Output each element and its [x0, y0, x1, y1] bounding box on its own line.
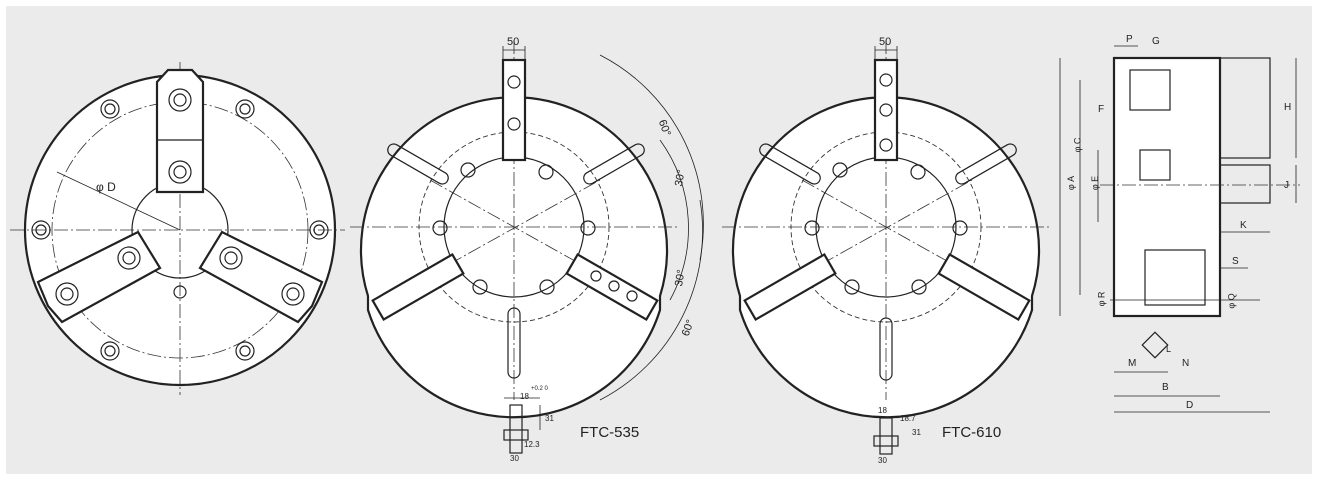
side-label-s: S	[1232, 256, 1239, 267]
side-label-r: φ R	[1096, 291, 1107, 307]
ftc535-jaw-width: 50	[507, 36, 520, 48]
side-label-g: G	[1152, 36, 1160, 47]
chuck-front-view-3jaw	[10, 62, 345, 395]
ftc610-detail-h1: 18.7	[900, 414, 916, 423]
ftc535-model-label: FTC-535	[580, 424, 640, 441]
side-label-q: φ Q	[1226, 293, 1237, 309]
ftc535-detail-h2: 12.3	[524, 440, 540, 449]
ftc610-model-label: FTC-610	[942, 424, 1002, 441]
side-label-h: H	[1284, 102, 1292, 113]
side-label-d: D	[1186, 400, 1194, 411]
ftc535-detail-h1: 31	[545, 414, 554, 423]
chuck-front-view-ftc610	[722, 40, 1052, 455]
ftc610-detail-width: 18	[878, 406, 887, 415]
side-label-m: M	[1128, 358, 1137, 369]
side-label-a: φ A	[1066, 175, 1077, 191]
ftc610-jaw-width: 50	[879, 36, 892, 48]
chuck-side-section-view	[1059, 45, 1300, 413]
side-label-n: N	[1182, 358, 1190, 369]
ftc535-detail-base: 30	[510, 454, 519, 463]
ftc535-detail-width: 18	[520, 392, 529, 401]
ftc610-detail-h2: 31	[912, 428, 921, 437]
side-label-k: K	[1240, 220, 1247, 231]
side-label-l: L	[1166, 344, 1172, 354]
diameter-d-label: φ D	[96, 180, 116, 194]
side-label-f: F	[1098, 104, 1105, 115]
ftc610-detail-base: 30	[878, 456, 887, 465]
side-label-j: J	[1284, 180, 1289, 191]
side-label-c: φ C	[1072, 137, 1083, 153]
ftc535-detail-tolerance: +0.2 0	[531, 386, 548, 392]
side-label-b: B	[1162, 382, 1169, 393]
side-label-e: φ E	[1090, 175, 1101, 191]
side-label-p: P	[1126, 34, 1133, 45]
chuck-front-view-ftc535	[350, 40, 704, 454]
